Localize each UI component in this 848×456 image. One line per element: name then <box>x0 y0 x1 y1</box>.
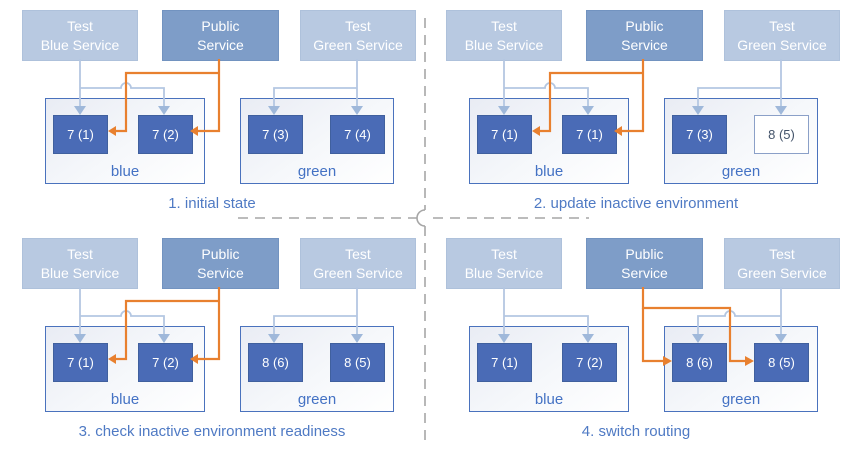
service-label-line1: Test <box>769 246 795 263</box>
service-label-line1: Public <box>201 246 240 263</box>
service-label-line1: Public <box>625 18 664 35</box>
panel-caption: 3. check inactive environment readiness <box>78 423 346 440</box>
pod-blue-2: 7 (2) <box>138 343 193 382</box>
pod-blue-1: 7 (1) <box>53 115 108 154</box>
service-label-line1: Test <box>345 18 371 35</box>
service-label-line1: Public <box>625 246 664 263</box>
service-label-line2: Service <box>621 264 668 281</box>
service-label-line2: Blue Service <box>40 36 120 53</box>
pod-blue-1: 7 (1) <box>477 115 532 154</box>
pod-blue-2: 7 (1) <box>562 115 617 154</box>
service-label-line2: Green Service <box>737 264 827 281</box>
pod-green-1: 7 (3) <box>672 115 727 154</box>
service-label-line2: Blue Service <box>464 36 544 53</box>
service-label-line1: Test <box>491 18 517 35</box>
service-label-line2: Service <box>197 36 244 53</box>
pod-green-2-updating: 8 (5) <box>754 115 809 154</box>
service-label-line1: Test <box>769 18 795 35</box>
pod-green-2: 7 (4) <box>330 115 385 154</box>
service-label-line1: Test <box>67 18 93 35</box>
pod-green-2: 8 (5) <box>330 343 385 382</box>
pod-green-1: 7 (3) <box>248 115 303 154</box>
service-label-line2: Green Service <box>313 36 403 53</box>
service-label-line1: Test <box>67 246 93 263</box>
environment-label: green <box>721 163 761 180</box>
panel-caption: 4. switch routing <box>581 423 691 440</box>
service-label-line2: Green Service <box>737 36 827 53</box>
service-label-line2: Blue Service <box>464 264 544 281</box>
panel-caption: 1. initial state <box>168 195 256 212</box>
pod-blue-2: 7 (2) <box>562 343 617 382</box>
service-label-line2: Blue Service <box>40 264 120 281</box>
environment-label: green <box>721 391 761 408</box>
environment-label: blue <box>110 391 140 408</box>
service-label-line2: Service <box>621 36 668 53</box>
pod-blue-1: 7 (1) <box>477 343 532 382</box>
service-label-line1: Test <box>345 246 371 263</box>
environment-label: blue <box>534 163 564 180</box>
panel-caption: 2. update inactive environment <box>533 195 739 212</box>
pod-green-1: 8 (6) <box>672 343 727 382</box>
pod-green-2: 8 (5) <box>754 343 809 382</box>
environment-label: green <box>297 391 337 408</box>
service-label-line1: Test <box>491 246 517 263</box>
pod-green-1: 8 (6) <box>248 343 303 382</box>
pod-blue-2: 7 (2) <box>138 115 193 154</box>
environment-label: blue <box>534 391 564 408</box>
service-label-line2: Green Service <box>313 264 403 281</box>
environment-label: blue <box>110 163 140 180</box>
service-label-line2: Service <box>197 264 244 281</box>
environment-label: green <box>297 163 337 180</box>
pod-blue-1: 7 (1) <box>53 343 108 382</box>
service-label-line1: Public <box>201 18 240 35</box>
